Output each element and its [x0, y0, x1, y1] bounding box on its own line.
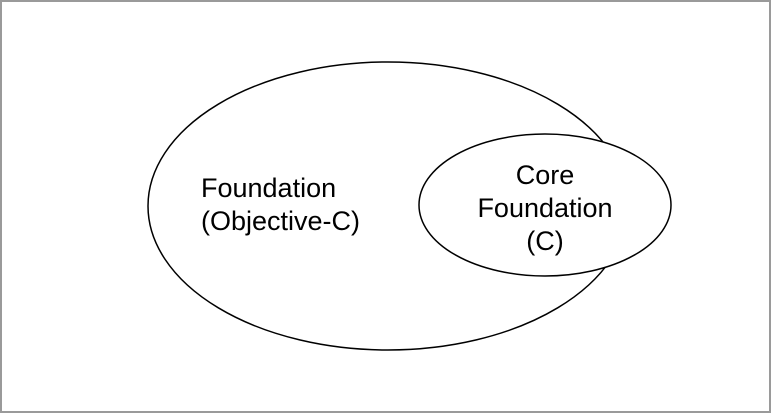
inner-ellipse	[418, 133, 672, 277]
outer-label-line-1: Foundation	[201, 173, 337, 203]
inner-label-line-3: (C)	[526, 226, 564, 256]
outer-label-line-2: (Objective-C)	[201, 206, 361, 236]
inner-label-line-2: Foundation	[477, 193, 613, 223]
outer-ellipse-label: Foundation (Objective-C)	[201, 172, 360, 238]
inner-ellipse-label: Core Foundation (C)	[445, 159, 645, 258]
inner-label-line-1: Core	[515, 160, 575, 190]
